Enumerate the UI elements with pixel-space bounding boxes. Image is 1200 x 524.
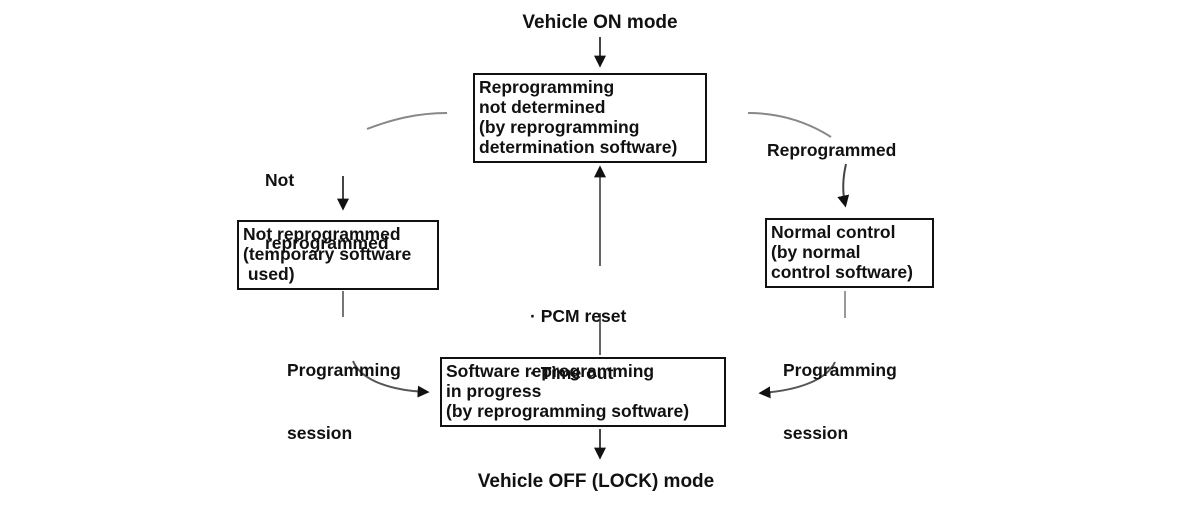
box-software-reprogramming-in-progress: Software reprogramming in progress (by r… [440, 357, 726, 427]
box-line: determination software) [479, 137, 678, 157]
label-line: Programming [783, 360, 897, 380]
title-vehicle-off-lock-mode: Vehicle OFF (LOCK) mode [477, 471, 715, 492]
box-not-reprogrammed: Not reprogrammed (temporary software use… [237, 220, 439, 290]
arrow-right-session-to-in-progress-box [758, 361, 836, 399]
arrow-left-session-to-in-progress-box [352, 360, 430, 398]
box-line: Software reprogramming [446, 361, 655, 381]
box-line: not determined [479, 97, 606, 117]
label-line: reprogrammed [265, 233, 389, 253]
box-line: in progress [446, 381, 542, 401]
curve-branch-right [747, 112, 832, 138]
label-reprogrammed-branch: Reprogrammed [767, 140, 897, 160]
label-pcm-reset: · PCM reset [530, 306, 627, 326]
label-not-reprogrammed-branch: Not reprogrammed [265, 128, 389, 296]
arrow-right-branch-to-normal-control-box [837, 163, 850, 208]
box-line: control software) [771, 262, 913, 282]
box-reprogramming-not-determined: Reprogramming not determined (by reprogr… [473, 73, 707, 163]
box-line: (by reprogramming [479, 117, 640, 137]
box-line: (temporary software [243, 244, 412, 264]
label-time-out: · Time out [530, 363, 614, 383]
title-vehicle-on-mode: Vehicle ON mode [522, 12, 678, 33]
label-line: session [287, 423, 353, 443]
box-normal-control: Normal control (by normal control softwa… [765, 218, 934, 288]
box-line: (by normal [771, 242, 861, 262]
curve-branch-left [366, 112, 448, 130]
label-line: Programming [287, 360, 401, 380]
label-line: Not [265, 170, 295, 190]
label-programming-session-left: Programming session [287, 318, 401, 486]
label-line: session [783, 423, 849, 443]
box-line: Reprogramming [479, 77, 615, 97]
box-line: (by reprogramming software) [446, 401, 690, 421]
box-line: Not reprogrammed [243, 224, 401, 244]
box-line: used) [243, 264, 295, 284]
label-reset-conditions: · PCM reset · Time out [530, 269, 626, 421]
label-programming-session-right: Programming session [783, 318, 897, 486]
box-line: Normal control [771, 222, 896, 242]
